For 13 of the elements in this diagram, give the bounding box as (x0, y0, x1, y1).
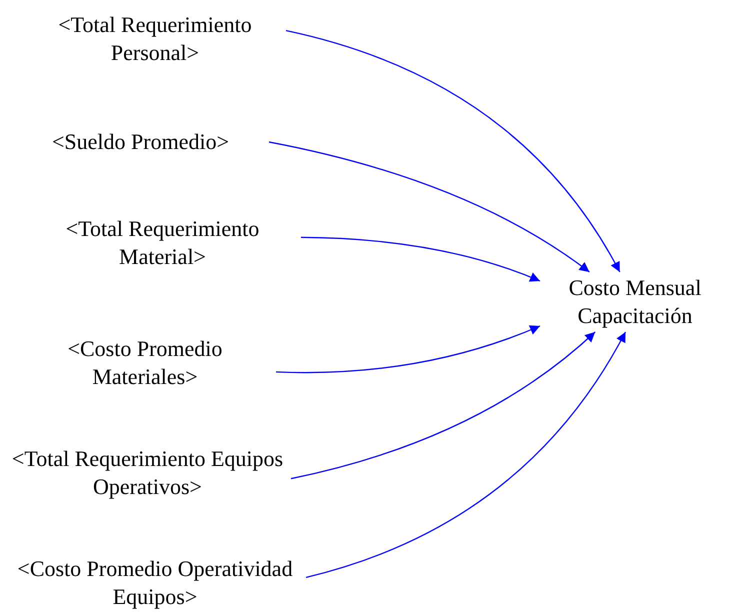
variable-label: <Costo Promedio Operatividad Equipos> (16, 555, 294, 611)
arrow (300, 236, 540, 282)
variable-label: <Costo Promedio Materiales> (66, 335, 224, 391)
arrow (276, 325, 540, 374)
variable-label: <Total Requerimiento Equipos Operativos> (10, 445, 284, 501)
variable-label: <Total Requerimiento Material> (64, 215, 260, 271)
arrow (268, 141, 590, 272)
variable-label: <Sueldo Promedio> (52, 128, 229, 156)
variable-label: <Total Requerimiento Personal> (57, 11, 253, 67)
arrow (306, 332, 626, 578)
arrow (290, 332, 596, 480)
arrow (286, 30, 620, 272)
variable-label: Costo Mensual Capacitación (568, 274, 702, 330)
